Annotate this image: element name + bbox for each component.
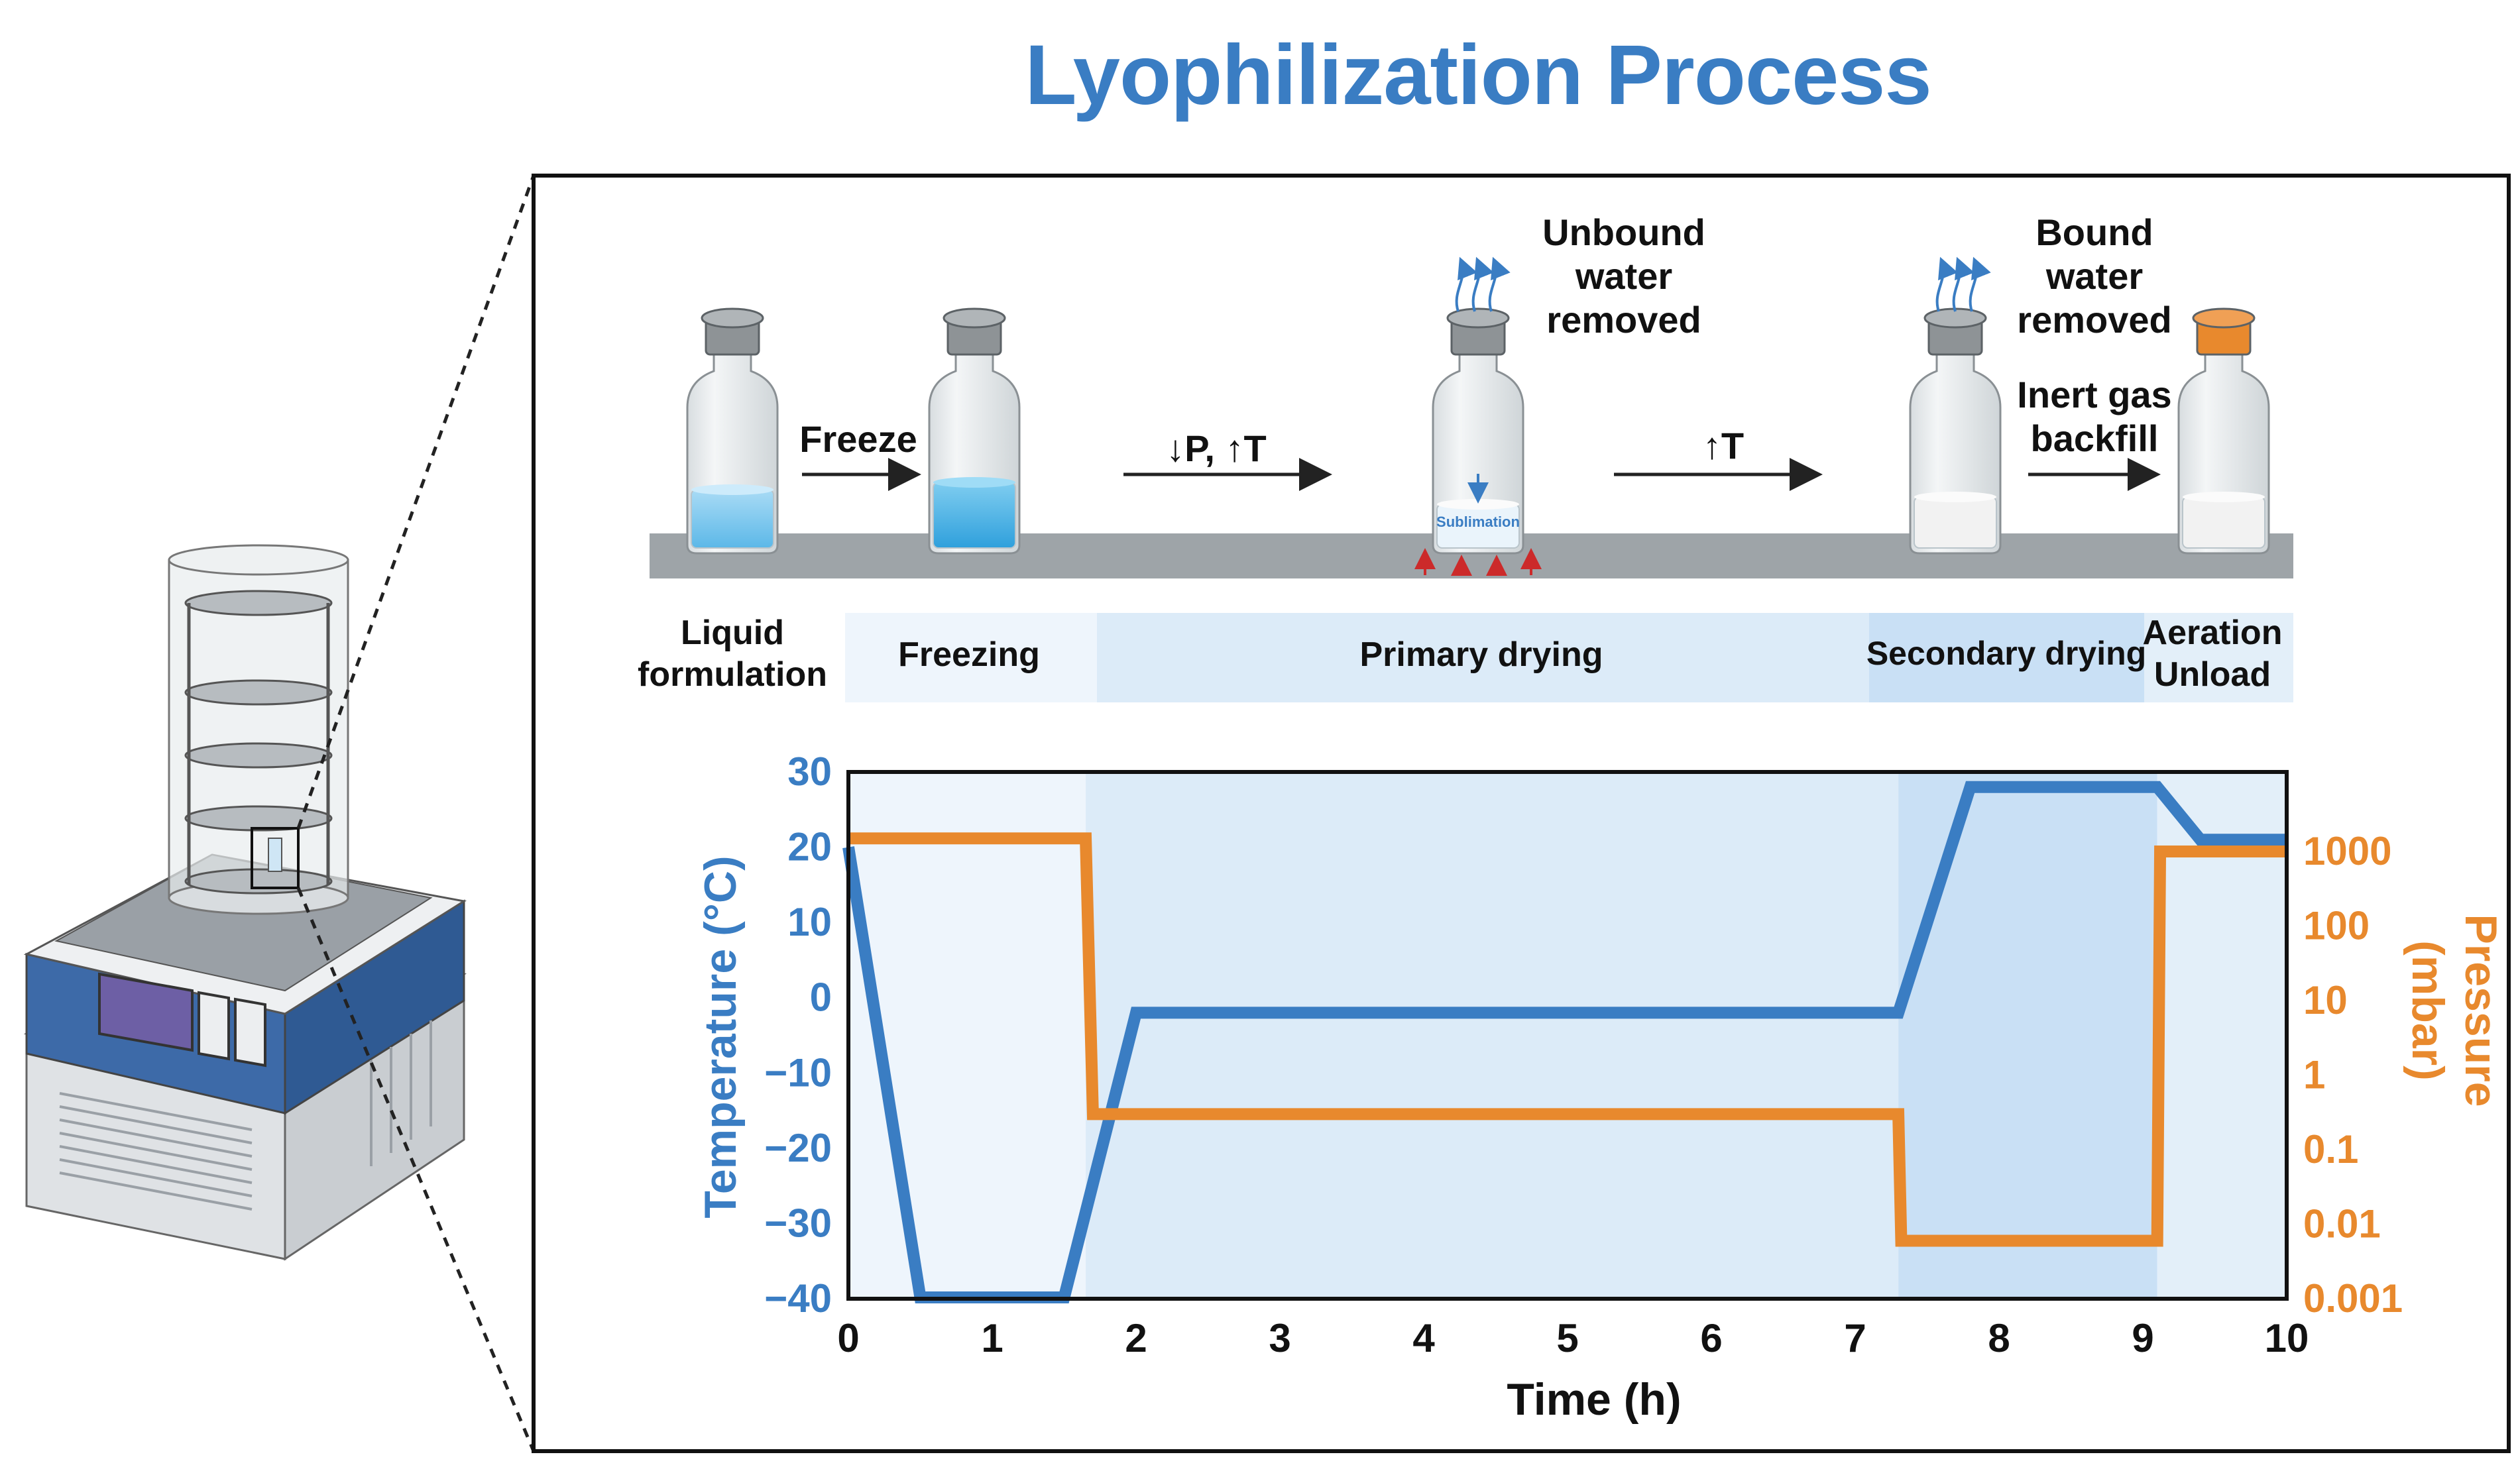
machine-display-icon <box>98 972 266 1067</box>
phase-labels: Liquid formulation Freezing Primary dryi… <box>638 614 2282 694</box>
raise-temp-label: ↑T <box>1703 425 1744 466</box>
x-tick-label: 7 <box>1844 1316 1866 1360</box>
y-axis-left-label: Temperature (°C) <box>695 855 746 1218</box>
y-left-tick-label: 30 <box>787 749 832 794</box>
phase-band <box>2157 772 2287 1299</box>
y-right-tick-label: 1 <box>2303 1053 2325 1097</box>
y-right-tick-label: 10 <box>2303 978 2348 1022</box>
freeze-dryer-machine <box>23 544 467 1261</box>
phase-bands <box>845 613 2293 702</box>
y-axis-right-label-1: Pressure <box>2456 914 2506 1107</box>
x-tick-label: 9 <box>2132 1316 2153 1360</box>
y-left-tick-label: −20 <box>764 1126 832 1170</box>
phase-label-secondary: Secondary drying <box>1866 635 2146 672</box>
y-left-tick-label: 20 <box>787 825 832 869</box>
pressure-temp-label: ↓P, ↑T <box>1166 427 1266 469</box>
x-tick-label: 6 <box>1700 1316 1722 1360</box>
step-arrows: Freeze ↓P, ↑T ↑T <box>799 418 2161 491</box>
y-left-tick-label: 0 <box>810 975 832 1020</box>
zoom-lines <box>296 175 536 1452</box>
y-right-tick-label: 0.01 <box>2303 1202 2381 1246</box>
x-axis-label: Time (h) <box>1507 1374 1681 1425</box>
phase-band <box>848 772 1086 1299</box>
y-right-tick-label: 0.1 <box>2303 1127 2358 1172</box>
heat-arrows-icon <box>1414 548 1542 576</box>
svg-text:Bound: Bound <box>2035 211 2153 253</box>
phase-label-freezing: Freezing <box>898 635 1040 674</box>
y-left-tick-label: −10 <box>764 1050 832 1095</box>
sublimation-label: Sublimation <box>1436 514 1520 530</box>
x-tick-label: 10 <box>2265 1316 2309 1360</box>
svg-text:backfill: backfill <box>2031 417 2159 459</box>
phase-band <box>1898 772 2157 1299</box>
inert-gas-label: Inert gas backfill <box>2017 374 2171 459</box>
svg-text:Inert gas: Inert gas <box>2017 374 2171 415</box>
page-title: Lyophilization Process <box>1025 28 1931 123</box>
y-right-tick-label: 1000 <box>2303 829 2391 873</box>
x-tick-label: 2 <box>1125 1316 1147 1360</box>
y-right-tick-label: 0.001 <box>2303 1276 2403 1321</box>
drying-chamber <box>168 544 349 915</box>
phase-label-liquid: Liquid <box>681 614 784 652</box>
y-left-tick-label: −40 <box>764 1276 832 1321</box>
plot-frame <box>846 770 2289 1301</box>
phase-label-primary: Primary drying <box>1359 635 1603 674</box>
bound-water-label: Bound water removed <box>2017 211 2171 341</box>
phase-band <box>1086 772 1899 1299</box>
x-tick-label: 0 <box>837 1316 859 1360</box>
x-tick-label: 1 <box>981 1316 1003 1360</box>
vial-secondary-drying-icon <box>1909 307 2002 555</box>
phase-label-aeration: Aeration <box>2143 614 2283 652</box>
vial-primary-drying-icon <box>1432 307 1524 555</box>
phase-label-unload: Unload <box>2154 655 2271 694</box>
pressure-series-line <box>848 832 2287 1247</box>
svg-text:water: water <box>2045 255 2143 297</box>
y-axis-right-label-2: (mbar) <box>2403 940 2453 1081</box>
x-tick-label: 4 <box>1412 1316 1435 1360</box>
freeze-label: Freeze <box>799 418 917 460</box>
x-tick-label: 5 <box>1556 1316 1578 1360</box>
svg-text:removed: removed <box>1546 299 1701 341</box>
y-right-tick-label: 100 <box>2303 904 2370 948</box>
zoom-box <box>251 827 300 889</box>
y-left-tick-label: −30 <box>764 1201 832 1245</box>
unbound-water-label: Unbound water removed <box>1542 211 1705 341</box>
svg-text:Unbound: Unbound <box>1542 211 1705 253</box>
x-tick-label: 3 <box>1269 1316 1290 1360</box>
vial-frozen-icon <box>928 307 1021 555</box>
vials-row: Sublimation <box>686 307 2270 555</box>
vial-sealed-icon <box>2177 307 2270 555</box>
vial-liquid-icon <box>686 307 779 555</box>
y-left-tick-label: 10 <box>787 900 832 944</box>
phase-label-formulation: formulation <box>638 655 827 694</box>
svg-text:water: water <box>1575 255 1672 297</box>
vapor-arrows-icon <box>1455 256 1991 312</box>
x-tick-label: 8 <box>1988 1316 2010 1360</box>
svg-text:removed: removed <box>2017 299 2171 341</box>
